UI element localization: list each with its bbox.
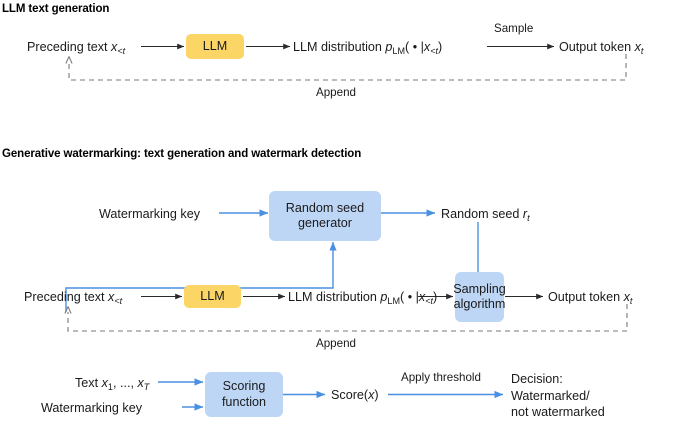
- scoring-function-line-2: function: [221, 394, 267, 409]
- node-output-token: Output token xt: [559, 40, 644, 56]
- edge-label-append: Append: [316, 86, 356, 99]
- node-preceding-text: Preceding text x<t: [27, 40, 126, 56]
- node-watermarking-key: Watermarking key: [99, 207, 201, 221]
- decision-line-2: Watermarked/: [511, 388, 590, 403]
- edge-label-append-2: Append: [316, 337, 356, 350]
- node-scoring-function: Scoring function: [205, 372, 283, 417]
- node-llm-distribution-2: LLM distribution pLM( • |x<t): [288, 290, 438, 306]
- node-random-seed: Random seed rt: [441, 207, 530, 223]
- node-output-token-2: Output token xt: [548, 290, 633, 306]
- node-text-sequence: Text x1, ..., xT: [75, 376, 150, 392]
- sampling-algorithm-line-2: algorithm: [453, 297, 506, 311]
- node-decision: Decision: Watermarked/ not watermarked: [511, 371, 676, 421]
- scoring-function-line-1: Scoring: [222, 379, 266, 394]
- node-score: Score(x): [331, 388, 379, 402]
- arrow-append-feedback-2: [64, 304, 628, 332]
- section-title-llm-text-generation: LLM text generation: [2, 3, 110, 15]
- decision-line-1: Decision:: [511, 372, 563, 386]
- section-title-generative-watermarking: Generative watermarking: text generation…: [2, 148, 362, 160]
- edge-label-sample: Sample: [494, 22, 534, 35]
- node-preceding-text-2: Preceding text x<t: [24, 290, 123, 306]
- llm-box-2-label: LLM: [200, 288, 225, 303]
- arrow-append-feedback: [65, 54, 627, 81]
- node-llm-box-2: LLM: [184, 285, 241, 308]
- llm-box-label: LLM: [202, 38, 228, 53]
- edge-label-apply-threshold: Apply threshold: [401, 371, 481, 384]
- random-seed-generator-line-1: Random seed: [285, 200, 365, 215]
- node-llm-distribution: LLM distribution pLM( • |x<t): [293, 40, 443, 56]
- sampling-algorithm-line-1: Sampling: [453, 281, 506, 296]
- random-seed-generator-line-2: generator: [298, 216, 352, 230]
- decision-line-3: not watermarked: [511, 405, 605, 420]
- node-llm-box: LLM: [186, 34, 244, 59]
- node-random-seed-generator: Random seed generator: [269, 191, 381, 241]
- node-watermarking-key-2: Watermarking key: [41, 401, 143, 415]
- node-sampling-algorithm: Sampling algorithm: [453, 272, 506, 322]
